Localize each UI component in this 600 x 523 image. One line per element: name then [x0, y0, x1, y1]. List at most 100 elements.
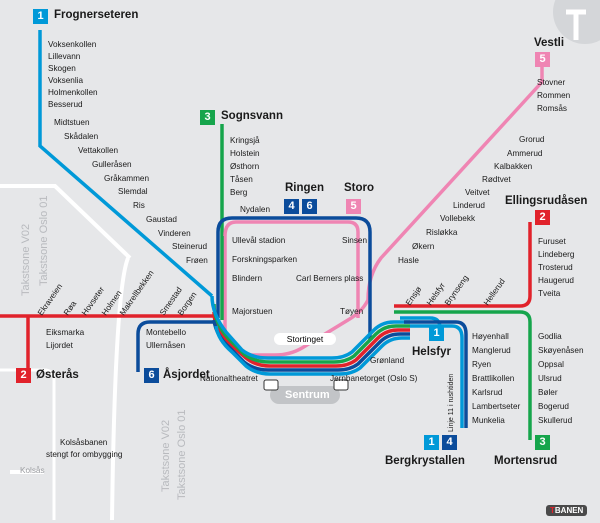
station-gronland: Grønland — [370, 356, 405, 365]
ring-line — [216, 216, 372, 340]
zone-label-oslo01-upper: Takstsone Oslo 01 — [38, 195, 50, 287]
station-lindeberg: Lindeberg — [538, 250, 575, 259]
stengt-note: stengt for ombygging — [46, 450, 123, 459]
station-hoyenhall: Høyenhall — [472, 332, 509, 341]
line-4-badge-bergkrystallen: 4 — [442, 435, 457, 450]
station-toyen: Tøyen — [340, 307, 364, 316]
zone-border-2 — [110, 257, 130, 521]
terminus-helsfyr: Helsfyr — [412, 346, 451, 358]
station-trosterud: Trosterud — [538, 263, 573, 272]
sentrum-label: Sentrum — [285, 389, 330, 401]
station-boler: Bøler — [538, 388, 558, 397]
line-5-badge-vestli: 5 — [535, 52, 550, 67]
station-lambertseter: Lambertseter — [472, 402, 521, 411]
train-icon-right — [333, 379, 349, 391]
line-6-badge-asjordet: 6 — [144, 368, 159, 383]
station-stortinget: Stortinget — [274, 333, 336, 345]
station-nydalen: Nydalen — [240, 205, 271, 214]
terminus-sognsvann: Sognsvann — [221, 110, 283, 122]
station-eiksmarka: Eiksmarka — [46, 328, 85, 337]
station-manglerud: Manglerud — [472, 346, 511, 355]
zone-label-v02-lower: Takstsone V02 — [160, 419, 172, 492]
station-brattlikollen: Brattlikollen — [472, 374, 515, 383]
station-skoyenasen: Skøyenåsen — [538, 346, 584, 355]
station-rislokka: Risløkka — [426, 228, 458, 237]
station-skogen: Skogen — [48, 64, 76, 73]
line-3-south — [394, 310, 532, 440]
station-majorstuen: Majorstuen — [232, 307, 273, 316]
station-ammerud: Ammerud — [507, 149, 543, 158]
station-rodtvet: Rødtvet — [482, 175, 511, 184]
station-stovner: Stovner — [537, 78, 566, 87]
terminus-mortensrud: Mortensrud — [494, 455, 558, 467]
line-6-west — [136, 320, 214, 372]
station-ryen: Ryen — [472, 360, 492, 369]
station-kringsja: Kringsjå — [230, 136, 260, 145]
line-2-badge-osteras: 2 — [16, 368, 31, 383]
tbanen-logo-t: T — [550, 506, 555, 515]
station-skullerud: Skullerud — [538, 416, 573, 425]
station-ullernasen: Ullernåsen — [146, 341, 186, 350]
station-godlia: Godlia — [538, 332, 562, 341]
line-1-south — [410, 324, 464, 428]
kolsas-branch-closed — [0, 368, 56, 520]
linje-11-note: Linje 11 i rushtiden — [448, 373, 455, 432]
line-6-badge-ringen: 6 — [302, 199, 317, 214]
terminus-vestli: Vestli — [534, 37, 565, 49]
line-5-route — [223, 64, 544, 357]
station-hasle: Hasle — [398, 256, 419, 265]
station-grakammen: Gråkammen — [104, 174, 150, 183]
terminus-frognerseteren: Frognerseteren — [54, 9, 139, 21]
station-lijordet: Lijordet — [46, 341, 73, 350]
terminus-osteras: Østerås — [36, 369, 79, 381]
station-romsas: Romsås — [537, 104, 568, 113]
station-ulleval-stadion: Ullevål stadion — [232, 236, 286, 245]
station-froen: Frøen — [186, 256, 208, 265]
station-voksenkollen: Voksenkollen — [48, 40, 97, 49]
station-tasen: Tåsen — [230, 175, 253, 184]
trunk-lightblue — [210, 295, 410, 360]
station-besserud: Besserud — [48, 100, 83, 109]
tbanen-logo-text: BANEN — [554, 506, 584, 515]
station-jernbanetorget: Jernbanetorget (Oslo S) — [330, 374, 418, 383]
line-5-badge-storo: 5 — [346, 199, 361, 214]
terminus-asjordet: Åsjordet — [163, 369, 210, 381]
tbanen-logo: TBANEN — [546, 505, 588, 516]
station-grorud: Grorud — [519, 135, 545, 144]
station-nationaltheatret: Nationaltheatret — [200, 374, 258, 383]
line-3-badge-sognsvann: 3 — [200, 110, 215, 125]
station-forskningsparken: Forskningsparken — [232, 255, 298, 264]
station-vettakollen: Vettakollen — [78, 146, 119, 155]
station-linderud: Linderud — [453, 201, 485, 210]
station-montebello: Montebello — [146, 328, 187, 337]
station-okern: Økern — [412, 242, 435, 251]
station-furuset: Furuset — [538, 237, 566, 246]
trunk-lightblue-2 — [214, 325, 410, 376]
trunk-red — [212, 311, 410, 368]
terminus-storo: Storo — [344, 182, 375, 194]
station-munkelia: Munkelia — [472, 416, 505, 425]
station-karlsrud: Karlsrud — [472, 388, 503, 397]
watermark-t-icon — [566, 9, 586, 40]
line-2-badge-ellingsrudasen: 2 — [535, 210, 550, 225]
terminus-bergkrystallen: Bergkrystallen — [385, 455, 465, 467]
station-rommen: Rommen — [537, 91, 571, 100]
line-1-badge-bergkrystallen: 1 — [424, 435, 439, 450]
zone-border-1 — [0, 184, 132, 260]
line-3-badge-mortensrud: 3 — [535, 435, 550, 450]
line-1-badge: 1 — [33, 9, 48, 24]
station-vollebekk: Vollebekk — [440, 214, 476, 223]
kolsasbanen-note: Kolsåsbanen — [60, 438, 108, 447]
station-tveita: Tveita — [538, 289, 561, 298]
terminus-ellingsrudasen: Ellingsrudåsen — [505, 195, 588, 207]
station-holmenkollen: Holmenkollen — [48, 88, 98, 97]
station-carl-berners-plass: Carl Berners plass — [296, 274, 364, 283]
line-4-south — [404, 320, 468, 428]
station-kalbakken: Kalbakken — [494, 162, 533, 171]
station-vinderen: Vinderen — [158, 229, 191, 238]
station-gullerasen: Gulleråsen — [92, 160, 132, 169]
station-osthorn: Østhorn — [230, 162, 260, 171]
station-slemdal: Slemdal — [118, 187, 148, 196]
